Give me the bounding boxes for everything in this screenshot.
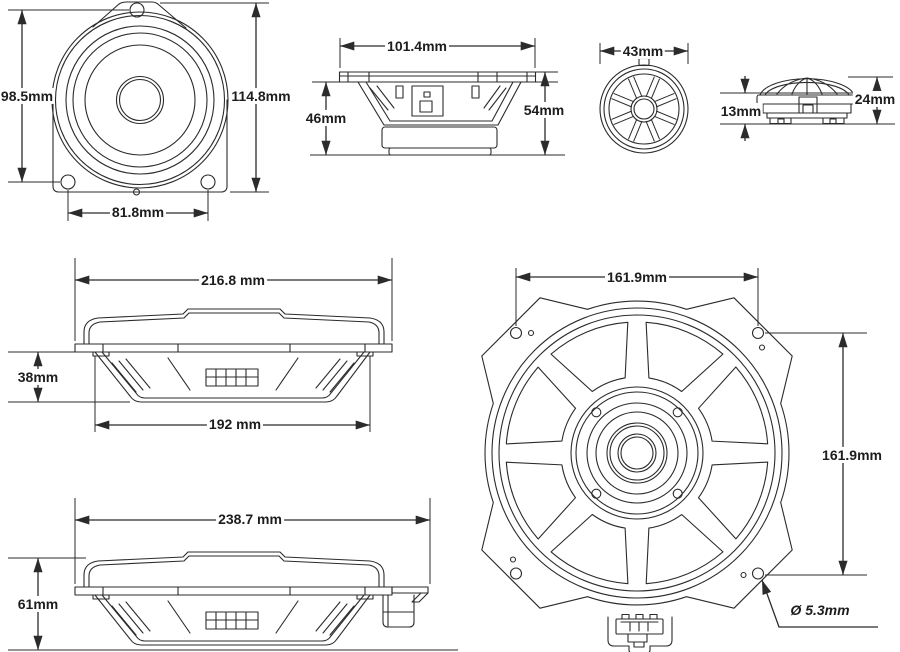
dim-subwoofer-front-mount-height: 161.9mm — [820, 446, 884, 464]
woofer-side-view — [338, 71, 537, 156]
woofer-side-dimensions — [310, 38, 565, 156]
dim-subwoofer-side-full-width: 238.7 mm — [216, 510, 284, 528]
dim-tweeter-side-total-height: 24mm — [852, 90, 898, 108]
dim-subwoofer-front-hole-diameter: Ø 5.3mm — [788, 601, 852, 619]
woofer-front-view — [51, 1, 229, 196]
tweeter-side-view — [756, 77, 858, 125]
tweeter-front-view — [599, 57, 689, 154]
dim-subwoofer-side-mount-depth: 38mm — [15, 368, 61, 386]
dim-tweeter-side-mount-height: 13mm — [718, 102, 764, 120]
dim-subwoofer-front-mount-width: 161.9mm — [605, 268, 669, 286]
subwoofer-front-view — [481, 297, 793, 652]
dim-woofer-side-total-depth: 54mm — [521, 101, 567, 119]
dim-woofer-front-bolt-width: 81.8mm — [109, 203, 167, 221]
dim-woofer-side-mount-depth: 46mm — [303, 109, 349, 127]
dim-subwoofer-side-width: 216.8 mm — [199, 271, 267, 289]
dim-woofer-side-width: 101.4mm — [385, 37, 449, 55]
dim-subwoofer-side-full-total-depth: 61mm — [15, 595, 61, 613]
subwoofer-side-full-dimensions — [8, 498, 458, 651]
dim-woofer-front-total-height: 114.8mm — [229, 87, 293, 105]
dim-woofer-front-height: 98.5mm — [0, 87, 56, 105]
subwoofer-side-view — [74, 308, 393, 403]
subwoofer-side-full-view — [74, 551, 429, 646]
dim-tweeter-front-width: 43mm — [620, 42, 666, 60]
dim-subwoofer-side-cutout-width: 192 mm — [206, 415, 264, 433]
